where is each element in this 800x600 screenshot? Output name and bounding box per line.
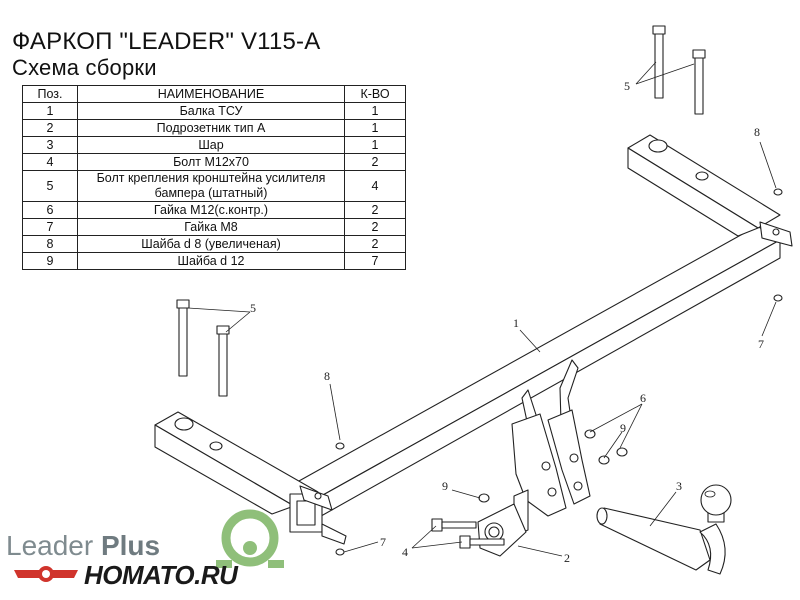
leader-plus-logo: Leader Plus [6, 530, 160, 562]
callout-3: 3 [676, 479, 682, 493]
callout-7-left: 7 [380, 535, 386, 549]
leader-lines [187, 61, 777, 557]
leader-plus-logo-mark [14, 566, 78, 582]
cell-qty: 4 [344, 170, 406, 202]
callout-7-right: 7 [758, 337, 764, 351]
logo-text-leader: Leader [6, 530, 101, 561]
callout-5-top: 5 [624, 79, 630, 93]
callout-1: 1 [513, 316, 519, 330]
cell-name: Шайба d 8 (увеличеная) [77, 235, 345, 253]
left-bracket [154, 411, 347, 545]
cell-name: Шайба d 12 [77, 252, 345, 270]
callout-8-left: 8 [324, 369, 330, 383]
cell-qty: 7 [344, 252, 406, 270]
homato-logo-text: HOMATO.RU [84, 560, 238, 590]
tow-ball [596, 484, 732, 575]
callout-6: 6 [640, 391, 646, 405]
bolts-top [652, 25, 706, 115]
bolts-left [176, 299, 230, 397]
logo-text-plus: Plus [100, 530, 161, 561]
callout-9-right: 9 [620, 421, 626, 435]
callout-2: 2 [564, 551, 570, 565]
callout-8-right: 8 [754, 125, 760, 139]
homato-logo-mark [216, 509, 284, 568]
callout-labels: 1 2 3 4 5 5 6 7 7 8 8 9 9 [250, 79, 764, 565]
callout-9-left: 9 [442, 479, 448, 493]
callout-4: 4 [402, 545, 408, 559]
cell-name: Болт крепления кронштейна усилителя бамп… [77, 170, 345, 202]
diagram-title: ФАРКОП "LEADER" V115-A [12, 28, 321, 55]
callout-5-left: 5 [250, 301, 256, 315]
diagram-subtitle: Схема сборки [12, 55, 157, 80]
cell-name: Подрозетник тип А [77, 119, 345, 137]
nuts-washers [335, 188, 783, 556]
header-pos: Поз. [22, 85, 78, 103]
cell-pos: 9 [22, 252, 78, 270]
right-bracket [627, 134, 793, 247]
parts-table-header: Поз. НАИМЕНОВАНИЕ К-ВО [22, 85, 406, 103]
bolts-m12 [431, 518, 505, 549]
